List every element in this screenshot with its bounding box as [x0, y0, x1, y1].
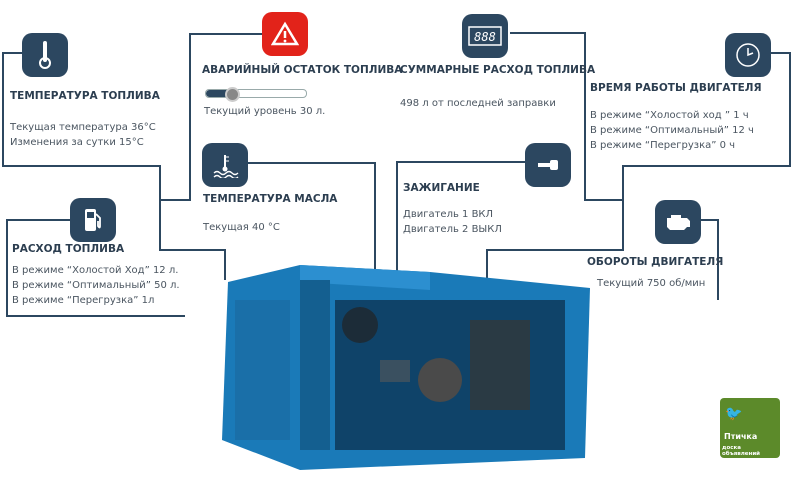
engine-rpm-title: ОБОРОТЫ ДВИГАТЕЛЯ: [587, 256, 724, 268]
emergency-fuel-title: АВАРИЙНЫЙ ОСТАТОК ТОПЛИВА: [202, 64, 403, 76]
fuel-consumption-info: В режиме “Холостой Ход” 12 л.В режиме “О…: [12, 265, 180, 306]
emergency-fuel-level: Текущий уровень 30 л.: [204, 106, 326, 117]
clock-icon: [725, 33, 771, 77]
key-icon: [525, 143, 571, 187]
svg-text:888: 888: [474, 30, 496, 44]
fuel-consumption-title: РАСХОД ТОПЛИВА: [12, 243, 125, 255]
oil-temperature-title: ТЕМПЕРАТУРА МАСЛА: [203, 193, 338, 205]
engine-icon: [655, 200, 701, 244]
fuel-level-slider[interactable]: [205, 87, 307, 102]
oil-temperature-value: Текущая 40 °C: [203, 222, 280, 233]
thermometer-icon: [22, 33, 68, 77]
engine-rpm-value: Текущий 750 об/мин: [597, 278, 706, 289]
warning-icon: [262, 12, 308, 56]
engine-runtime-title: ВРЕМЯ РАБОТЫ ДВИГАТЕЛЯ: [590, 82, 762, 94]
ignition-title: ЗАЖИГАНИЕ: [403, 182, 480, 194]
fuel-temperature-title: ТЕМПЕРАТУРА ТОПЛИВА: [10, 90, 160, 102]
oil-temperature-icon: [202, 143, 248, 187]
total-consumption-title: СУММАРНЫЕ РАСХОД ТОПЛИВА: [400, 64, 596, 76]
fuel-pump-icon: [70, 198, 116, 242]
counter-display-icon: 888: [462, 14, 508, 58]
total-consumption-value: 498 л от последней заправки: [400, 98, 556, 109]
